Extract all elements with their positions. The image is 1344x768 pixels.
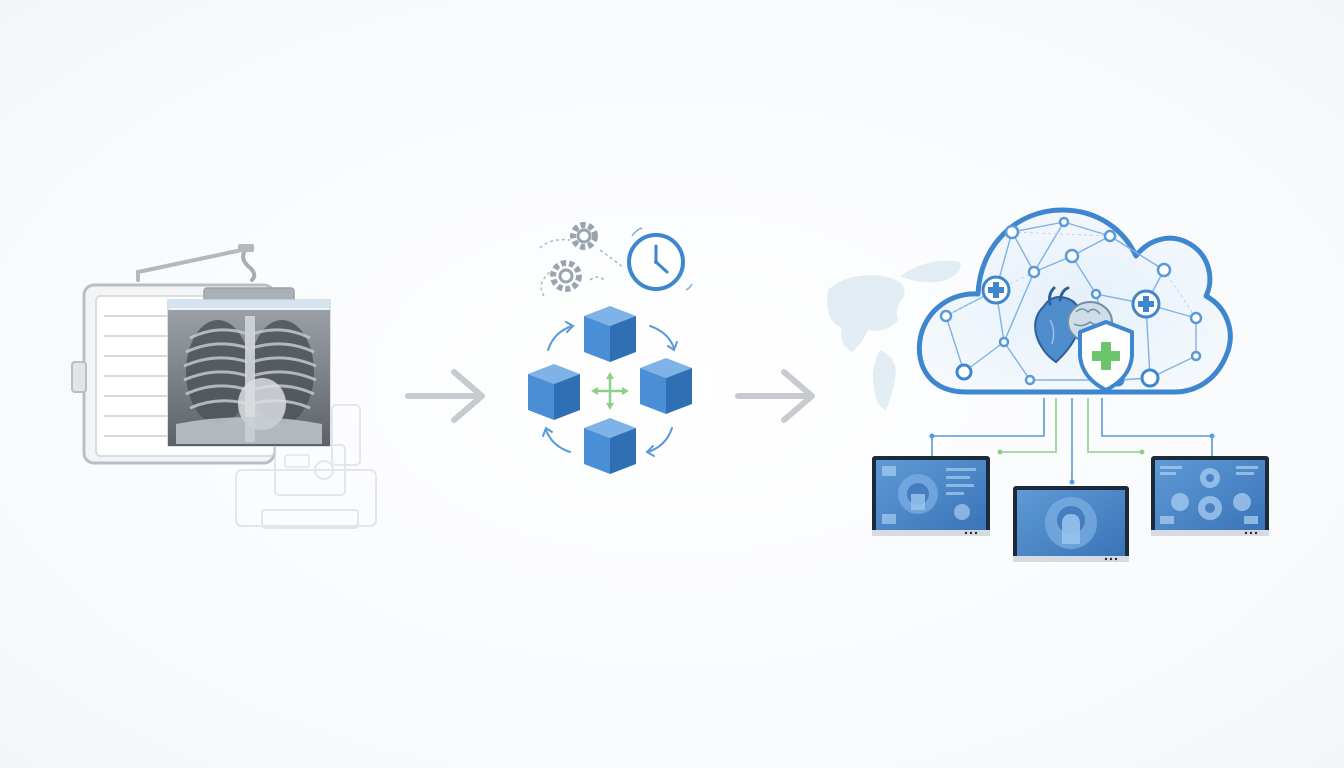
medical-cross-icon — [981, 275, 1011, 305]
arrow-right-icon — [735, 369, 815, 423]
film-viewer-icon — [167, 299, 331, 447]
monitor-icon — [1151, 456, 1269, 536]
stage-processing — [528, 222, 693, 474]
monitor-icon — [872, 456, 990, 536]
data-cube-icon — [528, 364, 580, 420]
clock-icon — [627, 227, 693, 291]
arrow-right-icon — [405, 369, 485, 423]
shield-icon — [1078, 320, 1134, 392]
gear-icon — [570, 222, 598, 250]
monitor-icon — [1013, 486, 1129, 562]
imaging-console-icon — [235, 404, 377, 529]
move-cross-icon — [591, 372, 629, 410]
data-cube-icon — [584, 306, 636, 362]
cycle-arrow-icon — [649, 325, 678, 352]
data-cube-icon — [584, 418, 636, 474]
gear-icon — [550, 260, 582, 292]
data-cube-icon — [640, 358, 692, 414]
cycle-arrow-icon — [542, 426, 571, 453]
cycle-arrow-icon — [645, 427, 673, 457]
medical-cross-icon — [1131, 289, 1161, 319]
heart-icon — [1034, 286, 1082, 364]
cycle-arrow-icon — [547, 321, 575, 351]
cloud-connectors — [929, 398, 1215, 485]
stage-legacy-imaging — [71, 244, 377, 529]
stage-cloud-distribution — [827, 207, 1269, 562]
